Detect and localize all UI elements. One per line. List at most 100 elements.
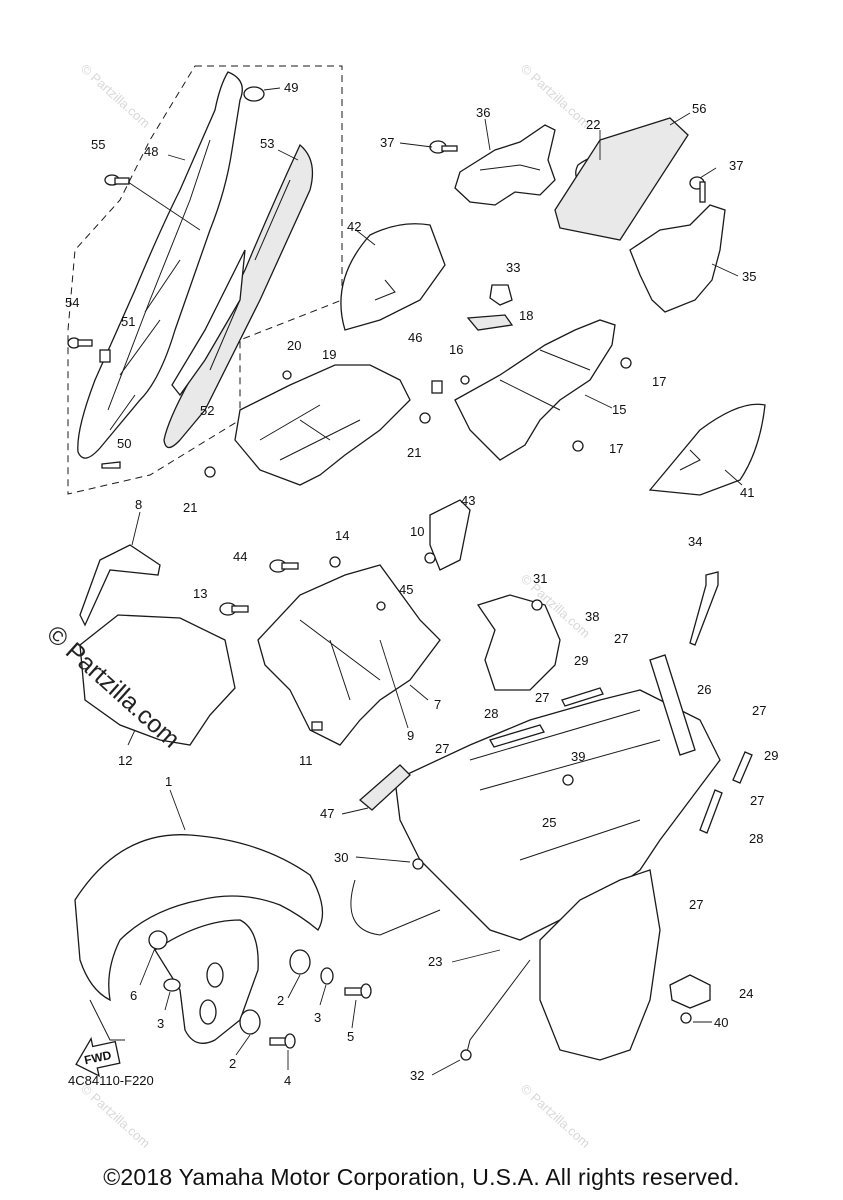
lower-cover	[539, 869, 661, 1061]
callout-26: 26	[697, 682, 711, 697]
svg-text:© Partzilla.com: © Partzilla.com	[78, 1081, 153, 1151]
fwd-arrow-icon: FWD	[75, 1036, 121, 1077]
washer-3-left	[163, 978, 181, 992]
callout-27c: 27	[435, 741, 449, 756]
strip-28-right	[699, 789, 723, 834]
callout-42: 42	[347, 219, 361, 234]
callout-11: 11	[299, 753, 313, 768]
callout-21a: 21	[407, 445, 421, 460]
copyright-notice: ©2018 Yamaha Motor Corporation, U.S.A. A…	[103, 1164, 740, 1190]
callout-37a: 37	[380, 135, 394, 150]
front-fender-1	[74, 834, 324, 1002]
callout-5: 5	[347, 1029, 354, 1044]
svg-text:© Partzilla.com: © Partzilla.com	[518, 1081, 593, 1151]
strip-26	[649, 654, 696, 756]
callout-28a: 28	[484, 706, 498, 721]
callout-22: 22	[586, 117, 600, 132]
callout-47: 47	[320, 806, 334, 821]
grommet-2-upper	[289, 949, 311, 975]
callout-50: 50	[117, 436, 131, 451]
strip-52	[171, 249, 246, 397]
bracket-15	[454, 319, 616, 461]
fwd-label: FWD	[83, 1048, 113, 1067]
callout-41: 41	[740, 485, 754, 500]
bolt-37-right	[689, 176, 706, 203]
screw-50	[101, 461, 121, 469]
callout-1: 1	[165, 774, 172, 789]
callout-52: 52	[200, 403, 214, 418]
callout-55: 55	[91, 137, 105, 152]
callout-35: 35	[742, 269, 756, 284]
callout-4: 4	[284, 1073, 291, 1088]
callout-16: 16	[449, 342, 463, 357]
battery-cover-12	[79, 614, 236, 746]
callout-29a: 29	[574, 653, 588, 668]
callout-3b: 3	[157, 1016, 164, 1031]
callout-45: 45	[399, 582, 413, 597]
callout-34: 34	[688, 534, 702, 549]
strip-28-upper	[489, 724, 545, 748]
bracket-36	[454, 124, 556, 206]
callout-56: 56	[692, 101, 706, 116]
band-8	[79, 544, 161, 627]
callout-39: 39	[571, 749, 585, 764]
callout-49: 49	[284, 80, 298, 95]
washer-3-right	[320, 967, 334, 985]
screw-54	[67, 337, 93, 349]
callout-36: 36	[476, 105, 490, 120]
callout-19: 19	[322, 347, 336, 362]
clip-49	[243, 86, 265, 102]
callout-51: 51	[121, 314, 135, 329]
bracket-35	[629, 204, 726, 313]
cover-42	[340, 223, 446, 331]
callout-27d: 27	[752, 703, 766, 718]
wire-32	[464, 959, 531, 1061]
damper-18	[466, 314, 514, 331]
callout-15: 15	[612, 402, 626, 417]
washer-51	[99, 349, 111, 363]
clip-24	[669, 974, 711, 1009]
callout-17a: 17	[652, 374, 666, 389]
svg-text:© Partzilla.com: © Partzilla.com	[78, 61, 153, 131]
side-cover-48	[77, 71, 243, 459]
strip-29-upper	[561, 687, 604, 707]
callout-24: 24	[739, 986, 753, 1001]
screw-55	[104, 174, 130, 186]
screw-5	[344, 983, 372, 999]
holder-19	[234, 364, 411, 486]
bracket-38	[476, 594, 561, 691]
callout-6: 6	[130, 988, 137, 1003]
callout-3a: 3	[314, 1010, 321, 1025]
bolt-44	[269, 559, 299, 573]
callout-53: 53	[260, 136, 274, 151]
callout-40: 40	[714, 1015, 728, 1030]
callout-32: 32	[410, 1068, 424, 1083]
dashed-group-outline	[67, 65, 343, 495]
grommet-2-lower	[239, 1009, 261, 1035]
callout-30: 30	[334, 850, 348, 865]
cover-41	[648, 403, 766, 496]
callout-33: 33	[506, 260, 520, 275]
callout-7: 7	[434, 697, 441, 712]
pad-47	[358, 764, 411, 811]
callout-31: 31	[533, 571, 547, 586]
callout-17b: 17	[609, 441, 623, 456]
under-cowl-23	[394, 689, 721, 941]
callout-37b: 37	[729, 158, 743, 173]
callout-2b: 2	[229, 1056, 236, 1071]
callout-27e: 27	[750, 793, 764, 808]
callout-10: 10	[410, 524, 424, 539]
strip-29-right	[732, 751, 753, 784]
callout-20: 20	[287, 338, 301, 353]
callout-12: 12	[118, 753, 132, 768]
callout-44: 44	[233, 549, 247, 564]
bolt-13	[219, 602, 249, 616]
callout-14: 14	[335, 528, 349, 543]
callout-46: 46	[408, 330, 422, 345]
callout-54: 54	[65, 295, 79, 310]
callout-25: 25	[542, 815, 556, 830]
callout-28b: 28	[749, 831, 763, 846]
battery-box-7	[257, 564, 441, 746]
callout-27f: 27	[689, 897, 703, 912]
